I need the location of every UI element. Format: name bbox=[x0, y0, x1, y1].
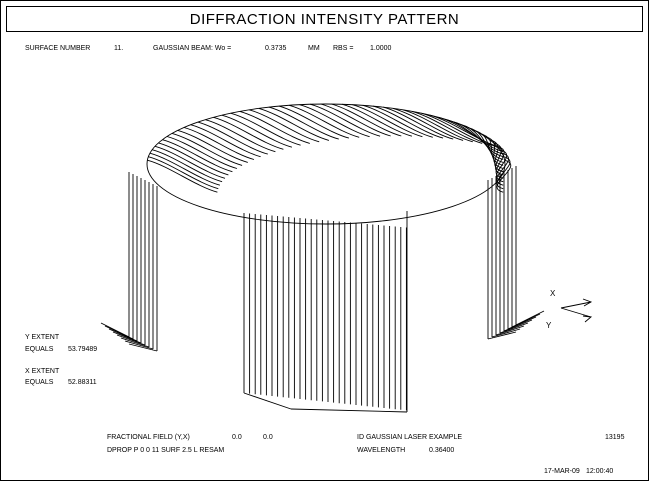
dprop-command: DPROP P 0 0 11 SURF 2.5 L RESAM bbox=[107, 447, 225, 454]
x-extent-value: 52.88311 bbox=[68, 379, 97, 386]
left-base-line bbox=[124, 340, 154, 350]
front-floor-line bbox=[243, 392, 292, 410]
page-title: DIFFRACTION INTENSITY PATTERN bbox=[189, 10, 460, 28]
surface-scan-line bbox=[412, 110, 483, 144]
surface-wireframe bbox=[100, 103, 545, 413]
surface-label: SURFACE NUMBER bbox=[25, 45, 91, 52]
y-extent-equals: EQUALS bbox=[25, 346, 54, 353]
surface-scan-line bbox=[158, 142, 229, 176]
lens-number: 13195 bbox=[605, 434, 625, 441]
surface-scan-line bbox=[341, 103, 413, 137]
surface-value: 11. bbox=[114, 45, 124, 52]
surface-scan-line bbox=[299, 104, 370, 138]
surface-scan-line bbox=[151, 149, 223, 183]
surface-scan-line bbox=[239, 110, 310, 144]
front-floor-line bbox=[290, 408, 408, 413]
y-axis-arrowhead bbox=[582, 315, 593, 323]
y-extent-label: Y EXTENT bbox=[25, 334, 60, 341]
surface-scan-line bbox=[258, 107, 330, 141]
surface-scan-line bbox=[197, 121, 268, 155]
lens-name: ID GAUSSIAN LASER EXAMPLE bbox=[357, 434, 463, 441]
surface-scan-line bbox=[383, 106, 454, 140]
y-axis-label: Y bbox=[546, 321, 552, 330]
x-axis-arrowhead bbox=[582, 298, 593, 307]
surface-scan-line bbox=[221, 114, 293, 148]
surface-scan-line bbox=[183, 127, 255, 160]
x-extent-equals: EQUALS bbox=[25, 379, 54, 386]
surface-scan-line bbox=[249, 109, 320, 143]
surface-scan-line bbox=[331, 103, 402, 137]
wavelength-label: WAVELENGTH bbox=[357, 447, 406, 454]
surface-scan-line bbox=[372, 105, 444, 139]
plot-date: 17-MAR-09 bbox=[544, 468, 580, 475]
right-base-line bbox=[491, 328, 521, 338]
left-base-line bbox=[108, 328, 138, 342]
wavelength-value: 0.36400 bbox=[429, 447, 455, 454]
plot-time: 12:00:40 bbox=[586, 468, 614, 475]
surface-scan-line bbox=[171, 132, 243, 166]
surface-scan-line bbox=[154, 145, 226, 179]
left-base-line bbox=[120, 337, 150, 348]
field-y-value: 0.0 bbox=[232, 434, 242, 441]
field-x-value: 0.0 bbox=[263, 434, 273, 441]
right-base-line bbox=[499, 322, 529, 334]
rbs-value: 1.0000 bbox=[370, 45, 392, 52]
x-extent-label: X EXTENT bbox=[25, 368, 60, 375]
beam-value: 0.3735 bbox=[265, 45, 287, 52]
surface-scan-line bbox=[402, 109, 473, 143]
y-extent-value: 53.79489 bbox=[68, 346, 98, 353]
surface-scan-line bbox=[148, 156, 219, 190]
surface-scan-line bbox=[289, 104, 360, 138]
surface-scan-line bbox=[268, 106, 339, 140]
surface-scan-line bbox=[489, 139, 504, 173]
surface-scan-line bbox=[479, 132, 504, 166]
x-axis-label: X bbox=[550, 289, 556, 298]
surface-scan-line bbox=[320, 103, 391, 137]
rbs-label: RBS = bbox=[333, 45, 354, 52]
y-axis-arrow bbox=[560, 307, 592, 318]
surface-scan-line bbox=[484, 136, 504, 169]
surface-scan-line bbox=[213, 116, 284, 150]
x-axis-arrow bbox=[560, 301, 592, 309]
right-base-line bbox=[507, 316, 537, 330]
beam-unit: MM bbox=[308, 45, 320, 52]
surface-scan-line bbox=[166, 136, 238, 169]
right-base-line bbox=[487, 331, 517, 340]
surface-scan-line bbox=[162, 139, 233, 173]
title-box: DIFFRACTION INTENSITY PATTERN bbox=[6, 6, 643, 32]
surface-scan-line bbox=[278, 105, 350, 139]
surface-scan-line bbox=[493, 142, 504, 176]
surface-scan-line bbox=[392, 107, 464, 141]
plateau-rim bbox=[146, 103, 506, 225]
axis-indicator bbox=[560, 298, 593, 323]
beam-label: GAUSSIAN BEAM: Wo = bbox=[153, 45, 232, 52]
surface-scan-line bbox=[429, 114, 501, 148]
surface-scan-line bbox=[362, 104, 433, 138]
left-base-line bbox=[128, 343, 158, 352]
right-base-line bbox=[503, 319, 533, 332]
right-base-line bbox=[495, 325, 525, 336]
surface-scan-line bbox=[190, 124, 261, 158]
surface-scan-line bbox=[352, 104, 423, 138]
left-base-line bbox=[112, 331, 142, 344]
surface-scan-line bbox=[309, 103, 381, 137]
surface-scan-line bbox=[147, 159, 218, 193]
surface-scan-line bbox=[177, 129, 248, 163]
left-base-line bbox=[116, 334, 146, 346]
surface-scan-line bbox=[230, 112, 301, 146]
surface-scan-line bbox=[149, 152, 221, 186]
field-label: FRACTIONAL FIELD (Y,X) bbox=[107, 434, 190, 441]
surface-scan-line bbox=[205, 119, 276, 153]
